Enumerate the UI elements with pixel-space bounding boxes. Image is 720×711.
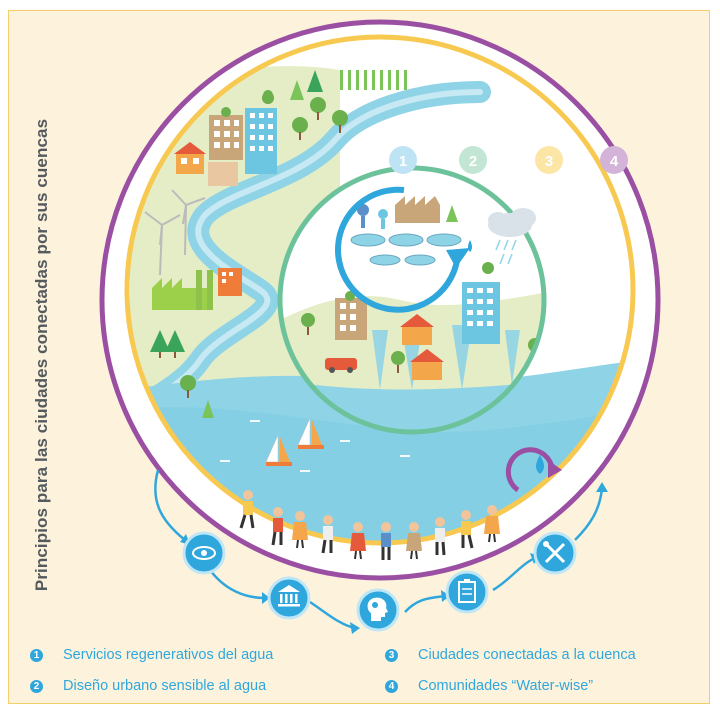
ring-1 xyxy=(335,186,461,313)
legend-number-2: 2 xyxy=(30,679,43,693)
svg-text:1: 1 xyxy=(399,153,407,170)
legend-label-2: Diseño urbano sensible al agua xyxy=(63,678,267,694)
rain-cloud-icon xyxy=(468,208,536,265)
factory-icon xyxy=(152,268,242,310)
crops-icon xyxy=(340,70,407,90)
ring-number-2: 2 xyxy=(459,146,487,174)
wind-turbine-icon xyxy=(144,189,206,276)
water-cycle-icon xyxy=(505,447,562,493)
ring-4 xyxy=(99,19,661,581)
legend-item-4: 4 Comunidades “Water-wise” xyxy=(385,678,593,694)
legend-number-3: 3 xyxy=(385,648,398,662)
legend-label-4: Comunidades “Water-wise” xyxy=(418,678,594,694)
car-icon xyxy=(325,358,357,370)
ring-number-4: 4 xyxy=(600,146,628,174)
ring-3 xyxy=(124,34,636,546)
process-arrows xyxy=(154,469,604,630)
legend-label-3: Ciudades conectadas a la cuenca xyxy=(418,647,636,663)
institution-icon xyxy=(267,576,311,620)
clipboard-icon xyxy=(445,570,489,614)
legend-item-1: 1 Servicios regenerativos del agua xyxy=(30,647,273,663)
svg-text:4: 4 xyxy=(610,153,619,170)
legend-number-4: 4 xyxy=(385,679,398,693)
legend-item-2: 2 Diseño urbano sensible al agua xyxy=(30,678,266,694)
ring-number-3: 3 xyxy=(535,146,563,174)
svg-text:2: 2 xyxy=(469,153,477,170)
ring-number-1: 1 xyxy=(389,146,417,174)
building-icon xyxy=(174,92,277,186)
community-people xyxy=(239,490,500,560)
sailboat-icon xyxy=(265,434,292,466)
legend-item-3: 3 Ciudades conectadas a la cuenca xyxy=(385,647,636,663)
eye-icon xyxy=(182,531,226,575)
tools-icon xyxy=(533,531,577,575)
svg-text:3: 3 xyxy=(545,153,553,170)
legend-number-1: 1 xyxy=(30,648,43,662)
head-gears-icon xyxy=(356,588,400,632)
legend-label-1: Servicios regenerativos del agua xyxy=(63,647,274,663)
sailboat-icon xyxy=(297,417,324,449)
